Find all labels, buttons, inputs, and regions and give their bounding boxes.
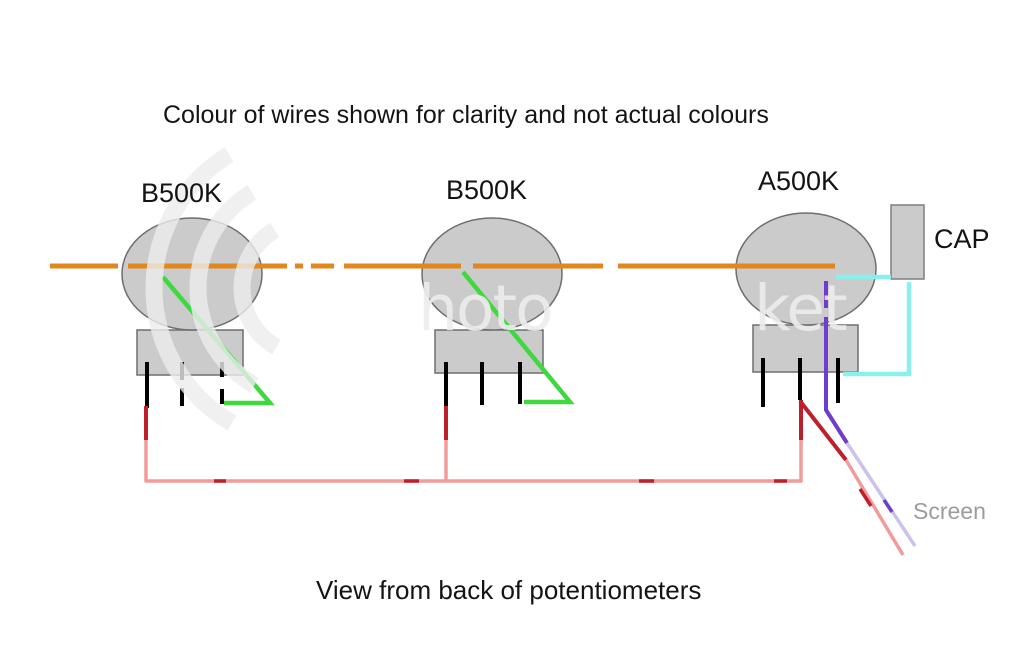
watermark-text-left: hoto <box>418 272 554 345</box>
pot3-label: A500K <box>758 166 840 196</box>
potentiometer-3 <box>735 212 877 407</box>
ground-lug-solder-joints <box>144 400 803 440</box>
pot2-base <box>434 329 544 374</box>
casing-ground-wire-pot2 <box>461 270 575 405</box>
diagram-caption: View from back of potentiometers <box>316 575 702 605</box>
output-screen-wire-pink <box>844 459 905 556</box>
capacitor-body <box>890 204 925 280</box>
ground-bus-wire <box>144 438 803 483</box>
output-hot-wire-purple <box>824 281 849 445</box>
diagram-title: Colour of wires shown for clarity and no… <box>163 101 769 129</box>
watermark-arc-inner <box>233 211 387 365</box>
capacitor-label: CAP <box>934 224 990 254</box>
watermark-arc-outer <box>145 123 475 453</box>
output-hot-wire-mark <box>882 499 894 513</box>
pot2-body <box>421 217 563 331</box>
pot3-base <box>752 324 859 373</box>
output-screen-wire-mark <box>858 488 873 507</box>
cap-link-wire-return <box>843 282 912 377</box>
potentiometer-2 <box>421 217 563 408</box>
output-screen-wire-dark <box>798 399 848 462</box>
watermark-logo-icon <box>145 123 475 453</box>
screen-wire-label: Screen <box>913 498 986 524</box>
watermark-arc-middle <box>189 167 431 409</box>
watermark-text-right: ket <box>754 272 848 345</box>
pot3-body <box>735 212 877 326</box>
output-hot-wire-lavender <box>845 442 917 547</box>
pot2-label: B500K <box>446 175 528 205</box>
pot1-label: B500K <box>141 178 223 208</box>
